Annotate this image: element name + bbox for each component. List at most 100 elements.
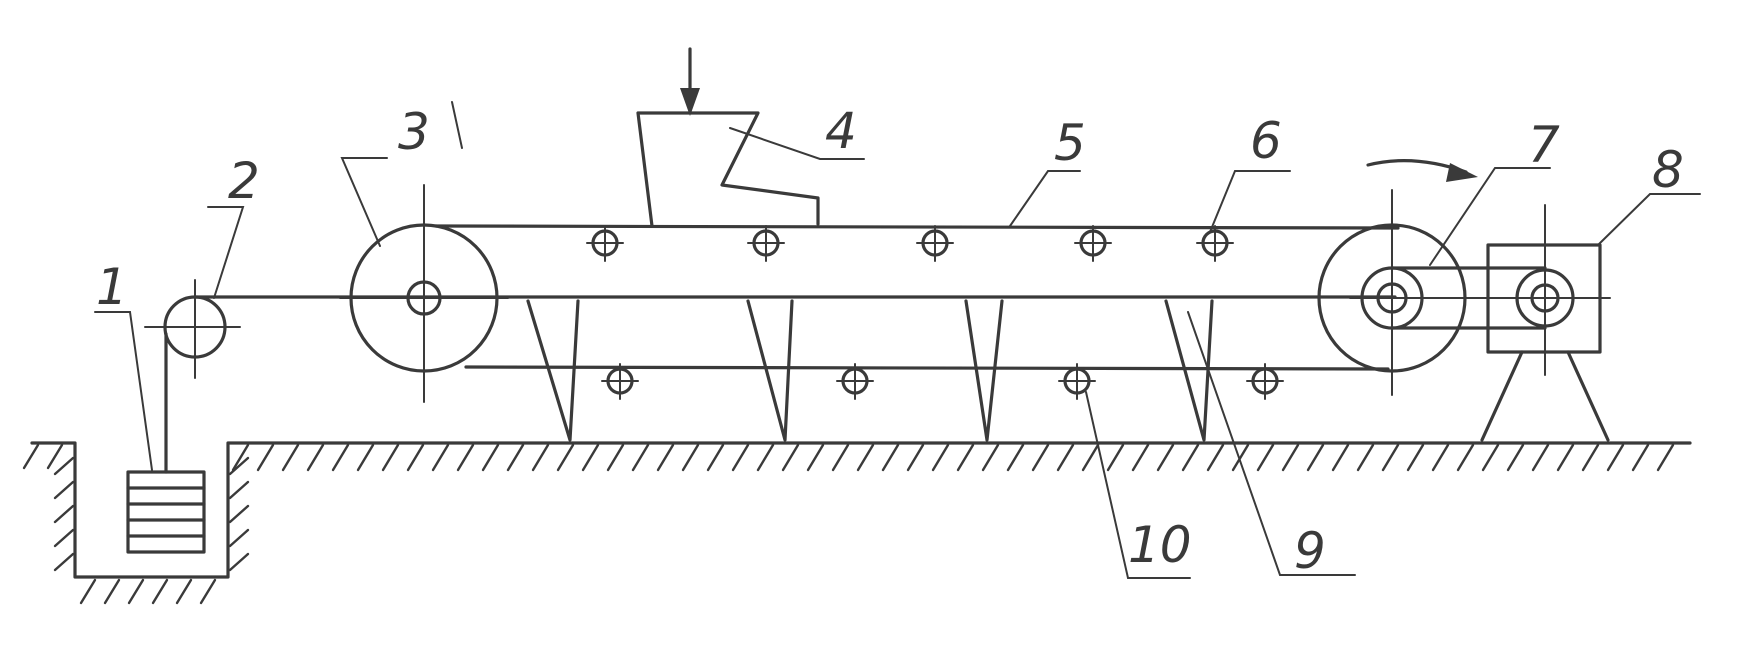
hatch-stroke (1556, 443, 1575, 472)
hatch-stroke (1106, 443, 1125, 472)
hatch-stroke (356, 443, 375, 472)
hatch-stroke (1656, 443, 1675, 472)
hatch-stroke (1081, 443, 1100, 472)
hatch-stroke (381, 443, 400, 472)
hatch-stroke (1231, 443, 1250, 472)
idler-roller (1246, 363, 1284, 400)
idler-roller (601, 363, 639, 400)
hatch-stroke (1356, 443, 1375, 472)
hatch-stroke (1056, 443, 1075, 472)
label-4: 4 (825, 102, 857, 160)
hatch-stroke (981, 443, 1000, 472)
hatch-stroke (1431, 443, 1450, 472)
hatch-stroke (831, 443, 850, 472)
hatch-stroke (1256, 443, 1275, 472)
counterweight (126, 470, 206, 554)
hatch-stroke (22, 443, 40, 470)
label-10: 10 (1128, 516, 1192, 574)
label-2: 2 (228, 152, 260, 210)
hatch-stroke (406, 443, 425, 472)
hatch-stroke (228, 552, 250, 572)
hatch-stroke (456, 443, 475, 472)
idler-roller (916, 225, 954, 262)
deflecting-pulley (144, 279, 241, 474)
idler-roller (836, 363, 874, 400)
label-8: 8 (1652, 141, 1684, 199)
hatch-stroke (1306, 443, 1325, 472)
hatch-stroke (756, 443, 775, 472)
hatch-stroke (656, 443, 675, 472)
hatch-stroke (281, 443, 300, 472)
hatch-stroke (531, 443, 550, 472)
hatch-stroke (151, 578, 169, 605)
hatch-stroke (506, 443, 525, 472)
item-numbers: 1 2 3 4 5 6 7 8 9 10 (96, 102, 1684, 580)
hatch-stroke (481, 443, 500, 472)
idler-roller (747, 225, 785, 262)
label-6: 6 (1250, 112, 1282, 170)
label-9: 9 (1294, 522, 1326, 580)
ground-hatching (22, 443, 1675, 605)
hatch-stroke (256, 443, 275, 472)
hatch-stroke (306, 443, 325, 472)
hatch-stroke (1456, 443, 1475, 472)
hatch-stroke (1281, 443, 1300, 472)
support-frame (526, 299, 1214, 442)
hatch-stroke (556, 443, 575, 472)
idler-roller (586, 225, 624, 262)
hatch-stroke (53, 480, 75, 500)
hatch-stroke (631, 443, 650, 472)
hatch-stroke (606, 443, 625, 472)
hatch-stroke (231, 443, 250, 472)
hatch-stroke (228, 456, 250, 476)
hatch-stroke (46, 443, 64, 470)
hatch-stroke (431, 443, 450, 472)
leader-lines (94, 127, 1701, 579)
hatch-stroke (1131, 443, 1150, 472)
hatch-stroke (906, 443, 925, 472)
hatch-stroke (127, 578, 145, 605)
hatch-stroke (1156, 443, 1175, 472)
hatch-stroke (1406, 443, 1425, 472)
hatch-stroke (53, 504, 75, 524)
hatch-stroke (1381, 443, 1400, 472)
hatch-stroke (53, 528, 75, 548)
hatch-stroke (1531, 443, 1550, 472)
hatch-stroke (1506, 443, 1525, 472)
hatch-stroke (1631, 443, 1650, 472)
hatch-stroke (53, 552, 75, 572)
label-3: 3 (398, 103, 430, 161)
lower-idlers (601, 363, 1284, 400)
hatch-stroke (956, 443, 975, 472)
hatch-stroke (103, 578, 121, 605)
hatch-stroke (199, 578, 217, 605)
conveyor-belt (194, 224, 1400, 371)
hatch-stroke (1031, 443, 1050, 472)
hatch-stroke (931, 443, 950, 472)
idler-roller (1058, 363, 1096, 400)
hatch-stroke (228, 504, 250, 524)
ground (22, 441, 1692, 605)
hatch-stroke (1331, 443, 1350, 472)
hatch-stroke (806, 443, 825, 472)
hatch-stroke (856, 443, 875, 472)
hatch-stroke (1606, 443, 1625, 472)
hatch-stroke (1006, 443, 1025, 472)
hatch-stroke (228, 480, 250, 500)
hatch-stroke (681, 443, 700, 472)
upper-idlers (586, 225, 1234, 262)
hatch-stroke (79, 578, 97, 605)
label-5: 5 (1054, 114, 1086, 172)
label-1: 1 (96, 258, 128, 316)
hatch-stroke (1581, 443, 1600, 472)
idler-roller (1196, 225, 1234, 262)
hatch-stroke (1481, 443, 1500, 472)
hatch-stroke (331, 443, 350, 472)
hatch-stroke (1206, 443, 1225, 472)
drive-unit (1390, 204, 1610, 442)
hatch-stroke (228, 528, 250, 548)
hatch-stroke (881, 443, 900, 472)
label-7: 7 (1528, 116, 1560, 174)
hatch-stroke (781, 443, 800, 472)
